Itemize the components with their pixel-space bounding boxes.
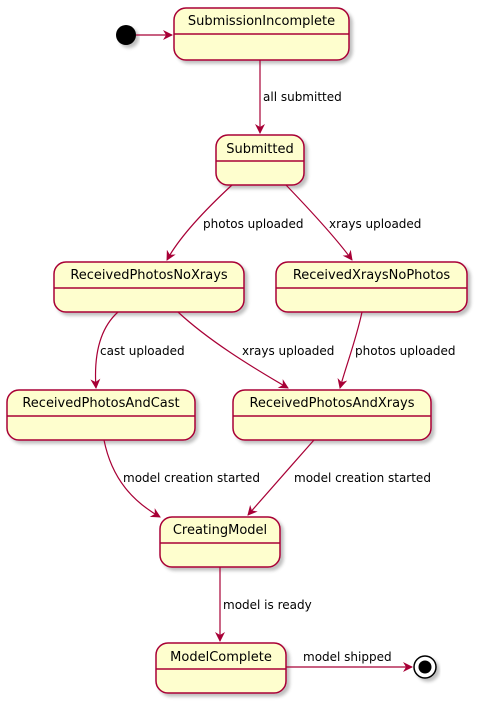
transition-xrays-uploaded-2 [177, 311, 289, 389]
state-label: ReceivedXraysNoPhotos [293, 268, 451, 283]
transition-xrays-uploaded-1 [285, 184, 353, 261]
initial-state [116, 25, 136, 45]
state-received-photos-and-xrays: ReceivedPhotosAndXrays [232, 389, 432, 441]
transition-label: photos uploaded [355, 344, 456, 358]
transition-label: photos uploaded [203, 217, 304, 231]
transition-label: model creation started [123, 471, 260, 485]
state-label: ModelComplete [170, 650, 272, 665]
state-submission-incomplete: SubmissionIncomplete [173, 7, 350, 61]
transition-label: cast uploaded [100, 344, 185, 358]
state-label: CreatingModel [173, 523, 267, 538]
final-state [413, 655, 437, 679]
state-label: SubmissionIncomplete [188, 14, 335, 29]
transition-label: model is ready [223, 598, 312, 612]
transition-photos-uploaded-1 [166, 184, 233, 261]
state-received-photos-no-xrays: ReceivedPhotosNoXrays [53, 261, 245, 313]
state-received-xrays-no-photos: ReceivedXraysNoPhotos [275, 261, 468, 313]
state-received-photos-and-cast: ReceivedPhotosAndCast [6, 389, 196, 441]
transition-label: model shipped [303, 650, 392, 664]
state-label: ReceivedPhotosAndCast [22, 396, 179, 411]
transition-label: xrays uploaded [242, 344, 334, 358]
transition-label: model creation started [294, 471, 431, 485]
state-label: ReceivedPhotosAndXrays [249, 396, 414, 411]
transition-model-creation-started-2 [247, 439, 315, 516]
state-label: Submitted [226, 142, 293, 157]
state-label: ReceivedPhotosNoXrays [70, 268, 228, 283]
transition-cast-uploaded [90, 311, 119, 389]
transition-label: all submitted [263, 90, 342, 104]
state-model-complete: ModelComplete [155, 642, 287, 694]
transition-photos-uploaded-2 [337, 311, 363, 389]
transition-model-creation-started-1 [103, 439, 161, 518]
transition-label: xrays uploaded [329, 217, 421, 231]
state-creating-model: CreatingModel [159, 516, 281, 568]
state-submitted: Submitted [215, 134, 305, 186]
